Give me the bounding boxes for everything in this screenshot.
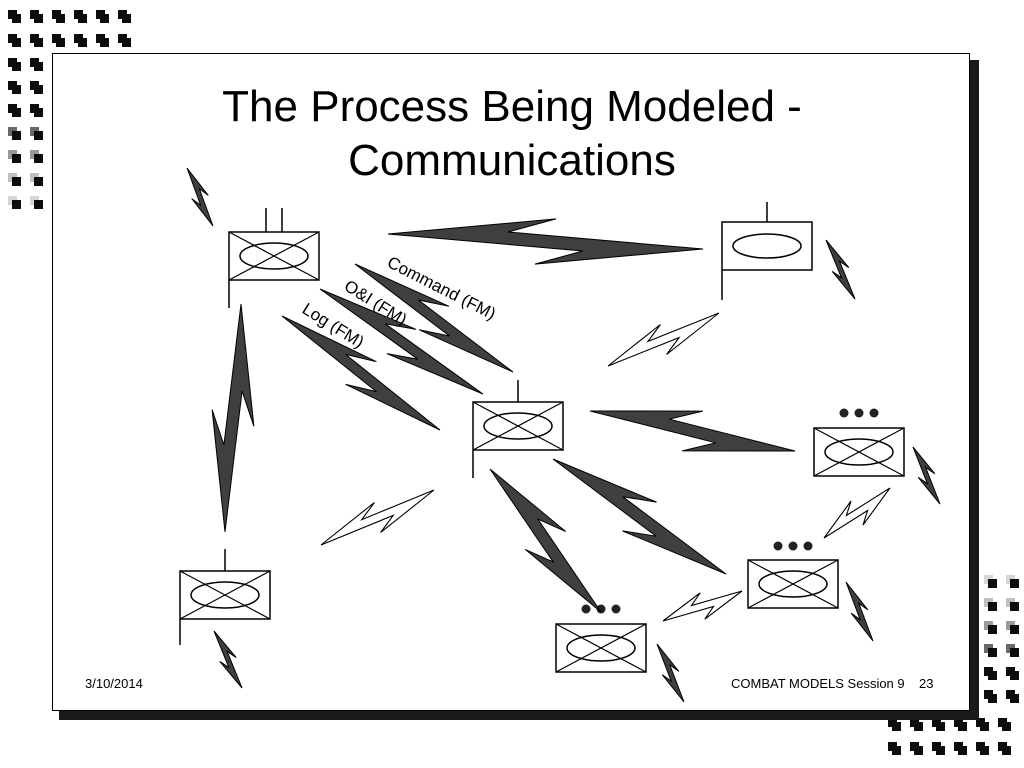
decor-square (988, 625, 997, 634)
decor-square (12, 131, 21, 140)
decor-square (56, 14, 65, 23)
unit-symbol-top-left (228, 208, 320, 308)
decor-square (100, 38, 109, 47)
bolt-antenna-bottomleft (213, 630, 243, 689)
decor-square (936, 722, 945, 731)
decor-square (12, 85, 21, 94)
slide-date: 3/10/2014 (85, 676, 143, 691)
decor-square (12, 38, 21, 47)
page-number: 23 (919, 676, 934, 691)
decor-square (914, 722, 923, 731)
decor-square (34, 38, 43, 47)
decor-square (34, 177, 43, 186)
decor-square (78, 14, 87, 23)
decor-square (122, 14, 131, 23)
decor-square (34, 131, 43, 140)
unit-symbol-bottom-left (179, 549, 271, 645)
bolt-antenna-right (912, 446, 941, 505)
decor-square (988, 671, 997, 680)
bolt-antenna-topleft (186, 167, 214, 227)
decor-square (988, 694, 997, 703)
decor-square (34, 14, 43, 23)
decor-square (892, 722, 901, 731)
decor-square (12, 200, 21, 209)
decor-square (12, 108, 21, 117)
decor-square (1010, 648, 1019, 657)
slide-title-line1: The Process Being Modeled - (222, 82, 802, 131)
unit-symbol-right (813, 408, 905, 477)
decor-square (78, 38, 87, 47)
decor-square (34, 200, 43, 209)
unit-symbol-bottom-center (555, 604, 647, 673)
decor-square (34, 108, 43, 117)
decor-square (34, 85, 43, 94)
decor-square (122, 38, 131, 47)
decor-square (958, 746, 967, 755)
bolt-log (281, 315, 441, 431)
communications-diagram: Command (FM) O&I (FM) Log (FM) (179, 167, 941, 703)
decor-square (56, 38, 65, 47)
decor-square (1010, 579, 1019, 588)
bolt-center-bottomright (552, 458, 727, 575)
decor-square (988, 602, 997, 611)
slide-title-line2: Communications (348, 136, 676, 185)
bolt-topleft-bottomleft (211, 303, 255, 533)
decor-square (936, 746, 945, 755)
decor-square (1002, 746, 1011, 755)
decor-square (980, 722, 989, 731)
bolt-antenna-bottomright (845, 581, 874, 642)
bolt-right-bottomright (823, 487, 891, 539)
unit-symbol-bottom-right (747, 541, 839, 609)
decor-square (958, 722, 967, 731)
bolt-topright-center (607, 312, 720, 367)
decor-square (892, 746, 901, 755)
decor-square (1010, 694, 1019, 703)
bolt-bottomright-bottomcenter (662, 590, 743, 622)
bolt-topleft-topright (387, 218, 704, 265)
unit-symbol-top-right (721, 202, 813, 300)
decor-square (12, 62, 21, 71)
slide: The Process Being Modeled - Communicatio… (52, 53, 970, 711)
bolt-oi (319, 288, 484, 395)
bolt-center-right (589, 410, 796, 452)
decor-square (12, 177, 21, 186)
decor-square (34, 154, 43, 163)
bolt-bottomleft-center (320, 489, 435, 546)
decor-square (12, 14, 21, 23)
decor-square (100, 14, 109, 23)
bolt-antenna-bottomcenter (656, 643, 685, 703)
decor-square (1010, 625, 1019, 634)
footer-text: COMBAT MODELS Session 9 (731, 676, 905, 691)
unit-symbol-center (472, 380, 564, 478)
decor-square (988, 648, 997, 657)
decor-square (988, 579, 997, 588)
bolt-command (354, 263, 514, 373)
decor-square (980, 746, 989, 755)
decor-square (914, 746, 923, 755)
bolt-antenna-topright (825, 239, 856, 300)
decor-square (34, 62, 43, 71)
decor-square (1010, 671, 1019, 680)
decor-square (1010, 602, 1019, 611)
bolt-center-bottomcenter (489, 468, 602, 613)
decor-square (12, 154, 21, 163)
decor-square (1002, 722, 1011, 731)
